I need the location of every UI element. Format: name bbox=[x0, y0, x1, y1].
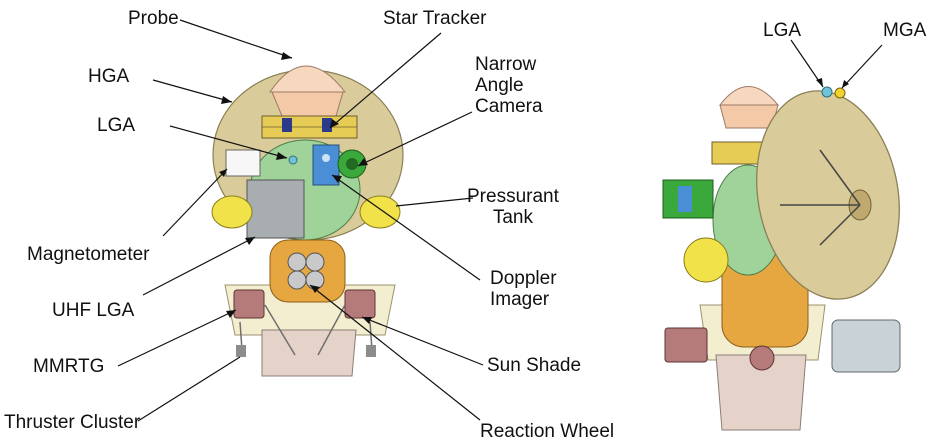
label-lga-right: LGA bbox=[763, 20, 802, 41]
mmrtg-right bbox=[344, 289, 376, 319]
lga-left bbox=[288, 155, 298, 165]
leader-lines bbox=[117, 19, 883, 422]
label-mmrtg: MMRTG bbox=[33, 356, 105, 377]
uhf-lga-box bbox=[246, 179, 305, 239]
probe bbox=[271, 91, 344, 117]
label-doppler-imager: Doppler Imager bbox=[490, 268, 557, 310]
propellant-tank bbox=[269, 239, 346, 303]
label-mga: MGA bbox=[883, 20, 927, 41]
lga-right bbox=[821, 86, 833, 98]
pressurant-tank-left bbox=[211, 195, 253, 229]
label-hga: HGA bbox=[88, 66, 130, 87]
magnetometer bbox=[225, 149, 261, 177]
right-spacecraft bbox=[662, 86, 901, 431]
star-tracker bbox=[282, 118, 292, 132]
engine-nozzle bbox=[261, 329, 357, 377]
left-spacecraft bbox=[211, 65, 404, 377]
pressurant-tank-right bbox=[359, 195, 401, 229]
label-sun-shade: Sun Shade bbox=[487, 355, 582, 376]
label-probe: Probe bbox=[128, 8, 179, 29]
label-uhf-lga: UHF LGA bbox=[52, 300, 135, 321]
label-narrow-angle-camera: Narrow Angle Camera bbox=[475, 54, 543, 117]
mga bbox=[834, 87, 846, 99]
label-reaction-wheel: Reaction Wheel bbox=[480, 421, 615, 442]
label-magnetometer: Magnetometer bbox=[27, 244, 150, 265]
mmrtg-left bbox=[233, 289, 265, 319]
arrowheads bbox=[219, 52, 849, 324]
label-star-tracker: Star Tracker bbox=[383, 8, 487, 29]
label-thruster-cluster: Thruster Cluster bbox=[4, 412, 141, 433]
label-lga-left: LGA bbox=[97, 115, 136, 136]
label-pressurant-tank: Pressurant Tank bbox=[467, 186, 559, 228]
hga-dish-right bbox=[756, 90, 900, 300]
thruster-cluster bbox=[236, 345, 246, 357]
